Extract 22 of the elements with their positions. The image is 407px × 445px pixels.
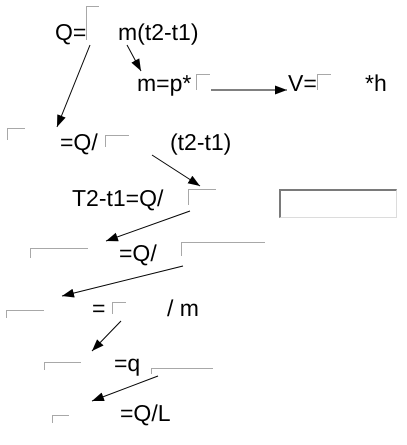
formula-text: =Q/ — [119, 242, 157, 265]
arrow — [126, 44, 142, 72]
formula-text: m(t2-t1) — [118, 21, 198, 44]
formula-text: V= — [288, 72, 317, 95]
arrow — [92, 376, 158, 402]
arrow — [56, 44, 90, 128]
formula-text: =Q/L — [120, 402, 171, 425]
formula-text: =Q/ — [60, 131, 98, 154]
arrow — [106, 210, 190, 242]
formula-text: (t2-t1) — [170, 131, 232, 154]
arrow — [152, 154, 200, 186]
arrow — [92, 320, 122, 352]
formula-text: =q — [114, 352, 140, 375]
formula-text: / m — [167, 297, 199, 320]
formula-text: T2-t1=Q/ — [72, 187, 164, 210]
formula-text: Q= — [55, 21, 86, 44]
arrow — [210, 86, 288, 94]
input-field — [279, 189, 397, 218]
formula-text: *h — [365, 72, 387, 95]
arrow — [62, 266, 184, 298]
formula-text: = — [92, 297, 106, 320]
formula-text: m=p* — [137, 72, 192, 95]
